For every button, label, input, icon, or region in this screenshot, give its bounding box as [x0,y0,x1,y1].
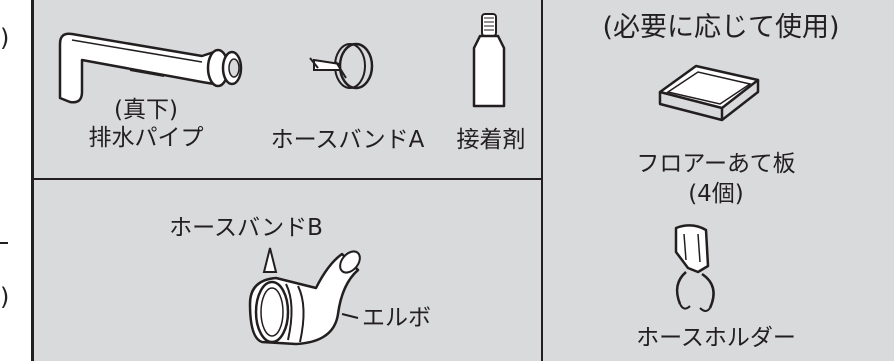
hose-band-a-label: ホースバンドA [270,127,425,153]
hose-band-a-illustration [309,42,374,90]
drain-pipe-label-line1: (真下) [114,97,178,123]
elbow-with-hose-band-illustration [248,247,361,346]
floor-pad-label-line1: フロアーあて板 [636,151,796,177]
hose-band-b-label: ホースバンドB [169,215,323,241]
drain-pipe-illustration [58,32,243,104]
left-edge-paren-top: ) [0,24,10,52]
drain-pipe-label-line2: 排水パイプ [88,125,204,151]
hose-holder-illustration [674,224,715,312]
adhesive-label: 接着剤 [456,127,526,153]
panel-vertical-divider [541,0,543,361]
adhesive-tube-illustration [472,13,506,108]
panel-horizontal-divider [34,178,541,180]
left-edge-paren-bottom: ) [0,283,10,311]
left-edge-tick [0,242,8,244]
hose-holder-label: ホースホルダー [636,325,796,351]
floor-pad-label-line2: (4個) [688,181,744,207]
optional-parts-title: (必要に応じて使用) [602,12,840,43]
elbow-label: エルボ [362,305,431,331]
floor-pad-illustration [658,64,760,122]
